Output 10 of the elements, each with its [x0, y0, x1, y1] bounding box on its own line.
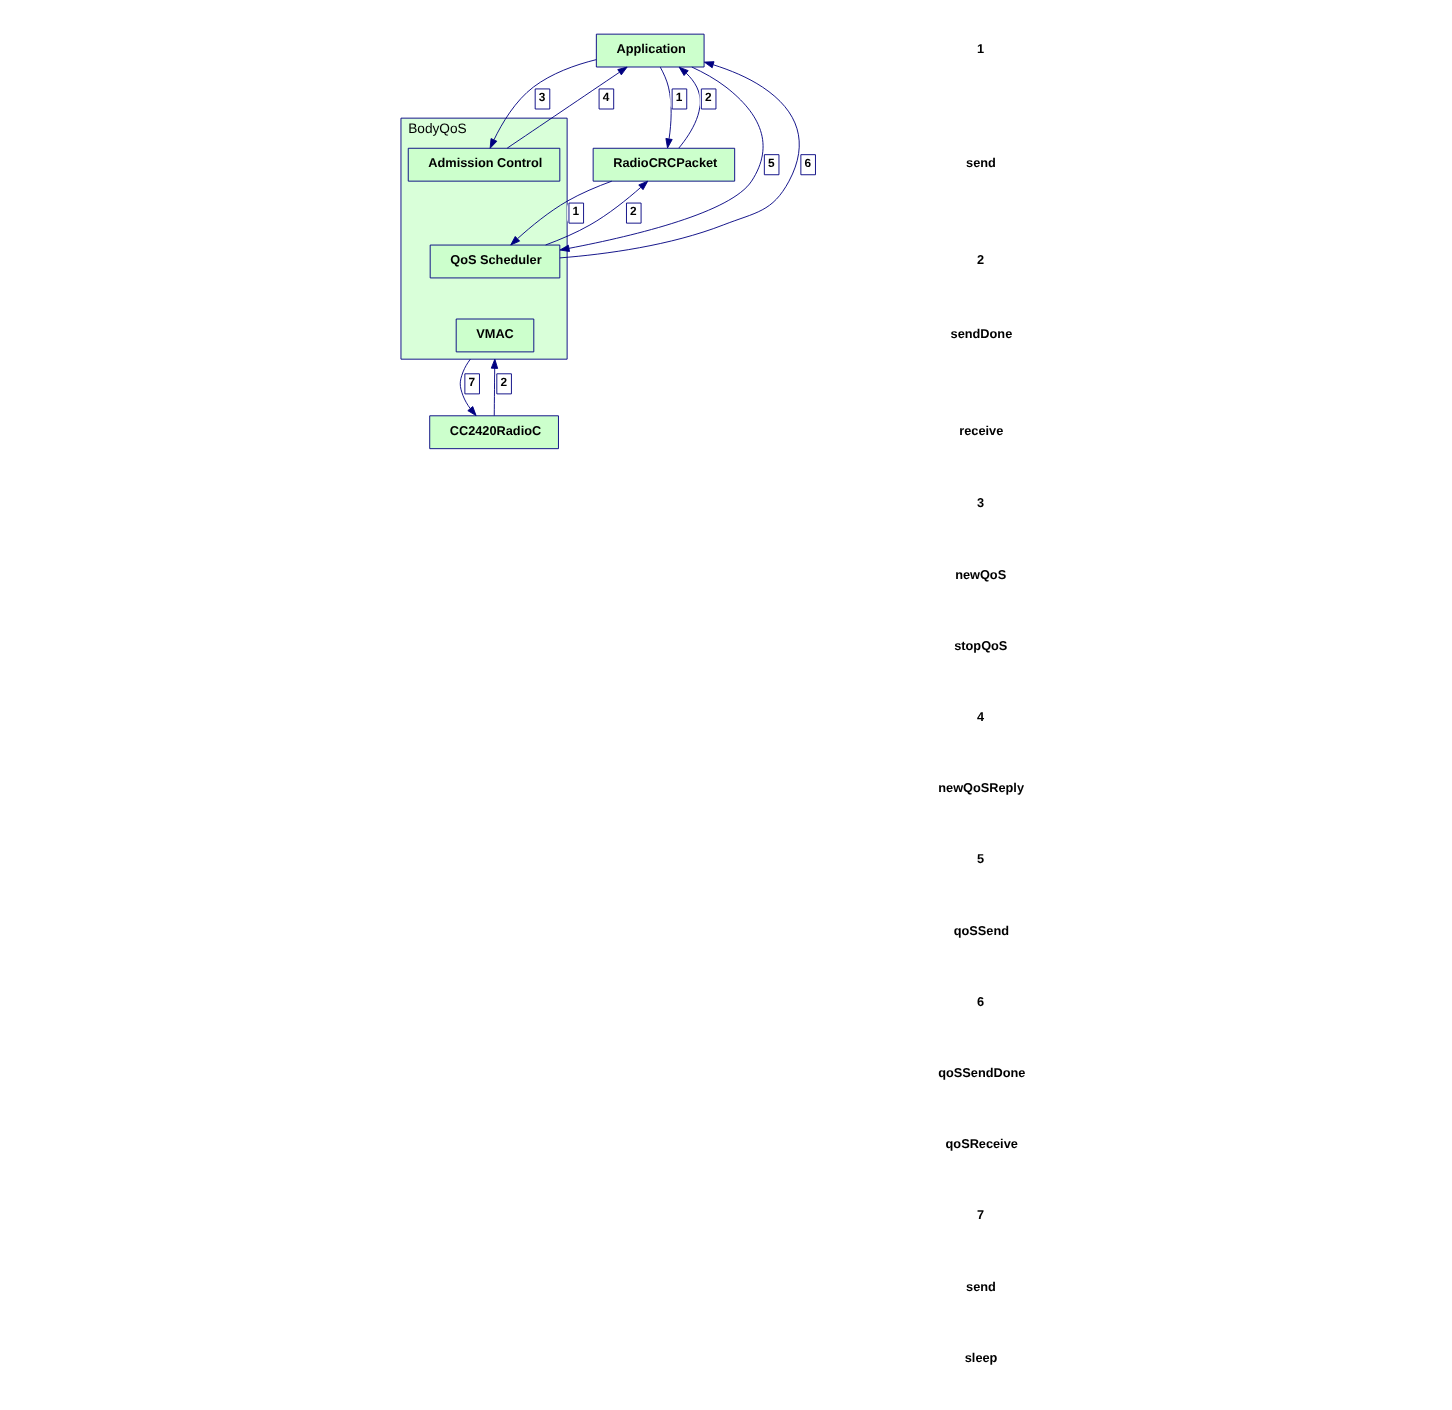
arrow	[459, 358, 477, 417]
arrow	[545, 180, 649, 246]
arrow	[659, 66, 673, 149]
arrow	[489, 59, 597, 149]
arrow	[510, 180, 613, 246]
arrow	[678, 66, 701, 149]
arrow	[559, 66, 764, 252]
arrow	[559, 61, 800, 259]
arrow	[506, 66, 628, 149]
arrow	[490, 358, 499, 417]
